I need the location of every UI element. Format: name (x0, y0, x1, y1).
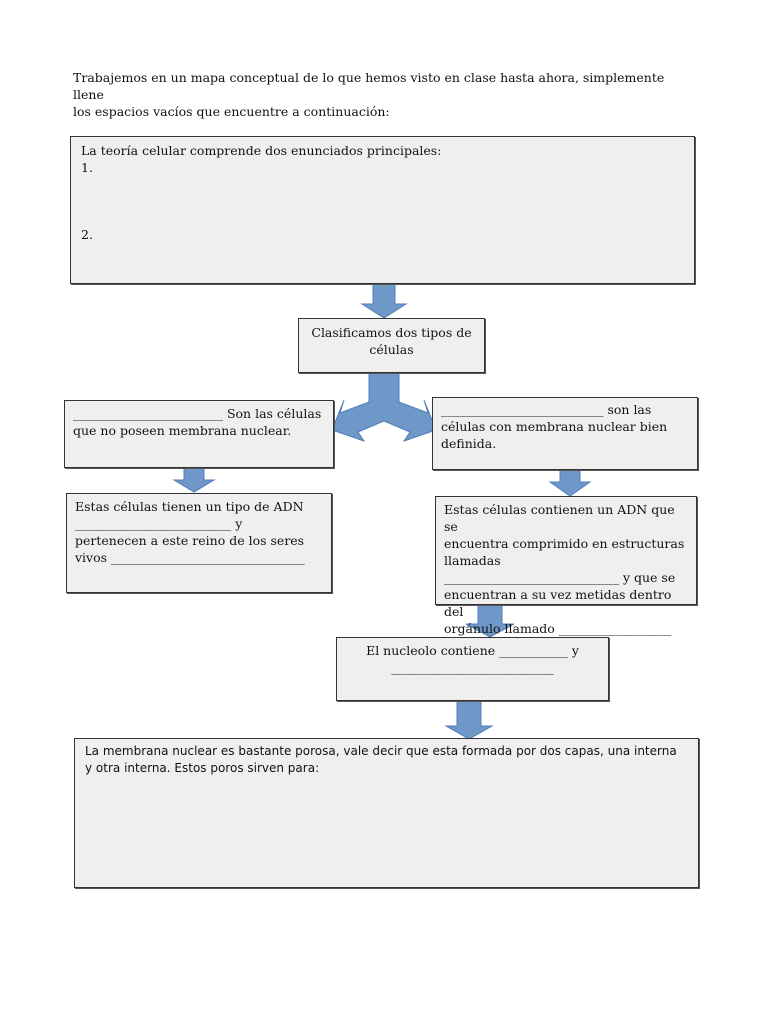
arrow-down-left (172, 467, 216, 493)
arrow-down-to-nucleolo (465, 604, 515, 638)
instructions-line-1: Trabajemos en un mapa conceptual de lo q… (73, 70, 665, 102)
prokaryote-line-2: que no poseen membrana nuclear. (73, 423, 292, 438)
eukaryote-line-3: definida. (441, 436, 497, 451)
eukaryote-box: __________________________ son las célul… (432, 397, 698, 470)
eukaryote-dna-line-6: orgánulo llamado __________________ (444, 621, 672, 636)
prokaryote-dna-line-2: _________________________ y (75, 516, 243, 531)
prokaryote-dna-box: Estas células tienen un tipo de ADN ____… (66, 493, 332, 593)
nucleolo-box: El nucleolo contiene ___________ y _____… (336, 637, 609, 701)
prokaryote-line-1: ________________________ Son las células (73, 406, 322, 421)
eukaryote-line-2: células con membrana nuclear bien (441, 419, 668, 434)
arrow-down-to-membrana (444, 700, 494, 740)
eukaryote-dna-line-2: encuentra comprimido en estructuras (444, 536, 685, 551)
eukaryote-dna-line-1: Estas células contienen un ADN que se (444, 502, 675, 534)
classification-box: Clasificamos dos tipos de células (298, 318, 485, 373)
cell-theory-item-1: 1. (81, 160, 93, 175)
instructions: Trabajemos en un mapa conceptual de lo q… (73, 69, 693, 120)
nucleolo-line-2: __________________________ (391, 660, 554, 675)
classification-line-2: células (369, 342, 414, 357)
prokaryote-box: ________________________ Son las células… (64, 400, 334, 468)
prokaryote-dna-line-3: pertenecen a este reino de los seres (75, 533, 305, 548)
nuclear-membrane-box: La membrana nuclear es bastante porosa, … (74, 738, 699, 888)
eukaryote-line-1: __________________________ son las (441, 402, 652, 417)
cell-theory-box: La teoría celular comprende dos enunciad… (70, 136, 695, 284)
cell-theory-title: La teoría celular comprende dos enunciad… (81, 143, 442, 158)
nucleolo-line-1: El nucleolo contiene ___________ y (366, 643, 579, 658)
eukaryote-dna-box: Estas células contienen un ADN que se en… (435, 496, 697, 636)
prokaryote-dna-line-4: vivos _______________________________ (75, 550, 305, 565)
classification-line-1: Clasificamos dos tipos de (311, 325, 472, 340)
eukaryote-dna-line-3: llamadas (444, 553, 501, 568)
nuclear-membrane-line-1: La membrana nuclear es bastante porosa, … (85, 744, 677, 758)
arrow-down-right (548, 469, 592, 497)
arrow-down-1 (360, 283, 408, 319)
eukaryote-dna-line-5: encuentran a su vez metidas dentro del (444, 587, 672, 619)
arrow-split-fork (331, 372, 437, 442)
instructions-line-2: los espacios vacíos que encuentre a cont… (73, 104, 390, 119)
eukaryote-dna-line-4: ____________________________ y que se (444, 570, 676, 585)
prokaryote-dna-line-1: Estas células tienen un tipo de ADN (75, 499, 304, 514)
cell-theory-item-2: 2. (81, 227, 93, 242)
nuclear-membrane-line-2: y otra interna. Estos poros sirven para: (85, 761, 320, 775)
